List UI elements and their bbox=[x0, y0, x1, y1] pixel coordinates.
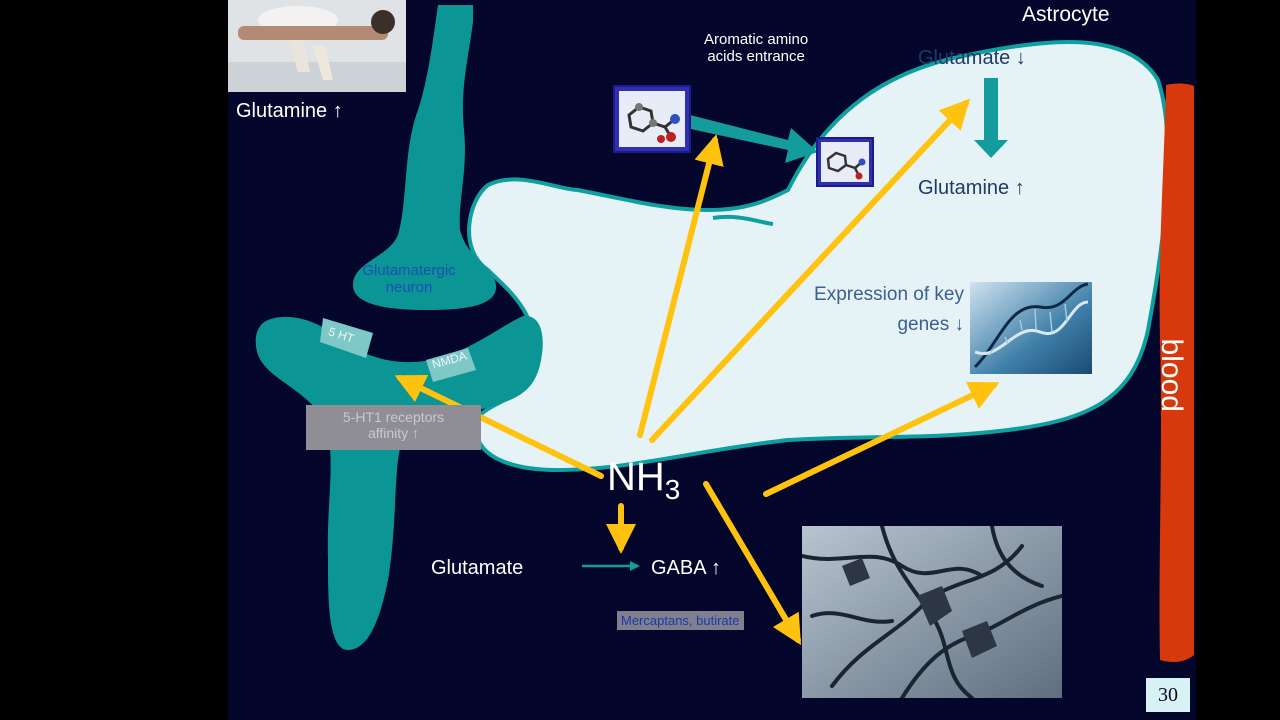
glutamate-to-glutamine-arrow bbox=[974, 78, 1008, 158]
molecule-icon bbox=[613, 85, 691, 153]
astrocyte-label: Astrocyte bbox=[1022, 3, 1110, 26]
nh3-label: NH3 bbox=[607, 454, 680, 506]
mercaptans-box: Mercaptans, butirate bbox=[617, 611, 744, 630]
dna-helix-icon bbox=[970, 282, 1092, 374]
receptors-affinity-box: 5-HT1 receptors affinity ↑ bbox=[306, 405, 481, 450]
aromatic-label-line1: Aromatic amino bbox=[704, 31, 809, 48]
astrocyte-body bbox=[467, 40, 1170, 473]
glutamatergic-label-line2: neuron bbox=[385, 279, 433, 297]
glutamate-bottom-label: Glutamate bbox=[431, 557, 524, 579]
aromatic-amino-acids-label: Aromatic amino acids entrance bbox=[704, 31, 808, 66]
blood-label: blood bbox=[1154, 338, 1188, 412]
glutamatergic-label-line1: Glutamatergic bbox=[362, 262, 456, 279]
receptor-nmda-shape bbox=[426, 348, 476, 382]
slide: Glutamine ↑ Astrocyte Aromatic amino aci… bbox=[228, 0, 1196, 720]
neurons-micrograph bbox=[802, 526, 1062, 698]
astrocyte-membrane-line bbox=[712, 214, 774, 226]
gaba-label: GABA ↑ bbox=[651, 557, 722, 579]
expression-label-line2: genes ↓ bbox=[897, 313, 964, 335]
glutamine-top-label: Glutamine ↑ bbox=[236, 100, 343, 122]
glutamate-astrocyte-label: Glutamate ↓ bbox=[918, 47, 1026, 69]
nh3-base: NH bbox=[607, 455, 665, 499]
glutamine-astrocyte-label: Glutamine ↑ bbox=[918, 177, 1025, 199]
nh3-arrow-to-glutamate bbox=[649, 98, 971, 443]
expression-label-line1: Expression of key bbox=[814, 284, 964, 305]
entrance-arrow bbox=[686, 115, 818, 163]
receptors-affinity-line1: 5-HT1 receptors bbox=[342, 409, 445, 425]
expression-genes-label: Expression of key genes ↓ bbox=[794, 284, 964, 336]
presynaptic-axon bbox=[353, 5, 497, 310]
postsynaptic-neuron bbox=[255, 315, 543, 650]
glutamatergic-neuron-label: Glutamatergic neuron bbox=[359, 262, 459, 297]
page-number: 30 bbox=[1146, 678, 1190, 712]
nh3-arrow-to-molecule bbox=[637, 134, 724, 438]
nh3-subscript: 3 bbox=[664, 474, 681, 505]
nh3-arrow-to-genes bbox=[763, 381, 1000, 497]
receptor-5ht-shape bbox=[320, 318, 373, 358]
receptors-affinity-line2: affinity ↑ bbox=[367, 425, 420, 441]
blood-vessel-bar bbox=[1159, 83, 1194, 663]
nh3-arrow-to-neurons bbox=[703, 481, 802, 646]
patient-photo bbox=[228, 0, 406, 92]
aromatic-label-line2: acids entrance bbox=[707, 48, 805, 66]
molecule-icon-small bbox=[816, 137, 874, 187]
nh3-arrow-to-receptors bbox=[394, 375, 604, 479]
